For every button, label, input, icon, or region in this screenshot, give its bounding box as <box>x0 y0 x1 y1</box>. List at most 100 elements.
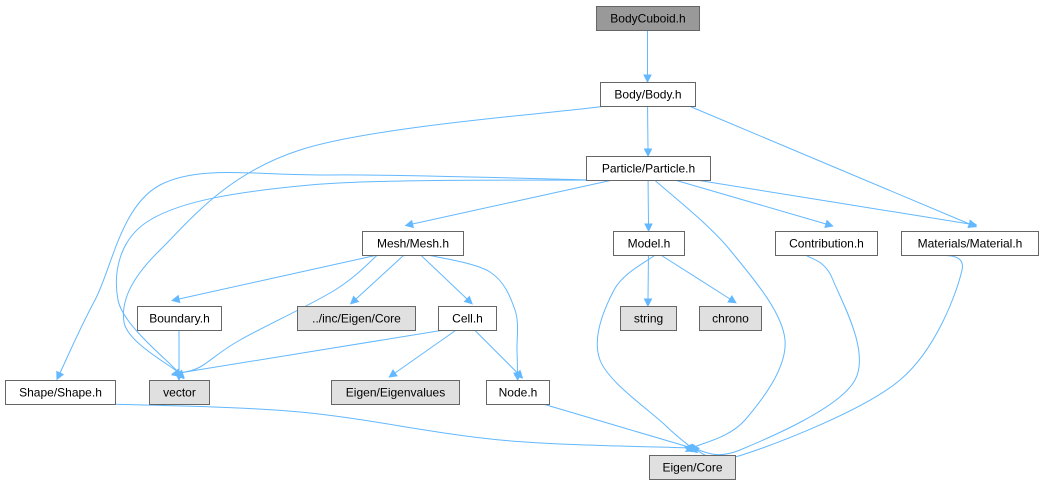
edge-particle-to-shape <box>56 172 593 381</box>
arrowhead-icon <box>644 223 653 233</box>
node-bodycuboid-box <box>596 6 700 31</box>
node-eigenvalues-label: Eigen/Eigenvalues <box>346 386 445 400</box>
node-chrono-label: chrono <box>712 312 749 326</box>
node-string[interactable]: string <box>620 306 677 331</box>
node-vector-box <box>149 380 210 405</box>
edge-material-to-eigen-core <box>684 254 963 460</box>
node-cell-box <box>438 306 497 331</box>
node-model-label: Model.h <box>628 237 671 251</box>
edge-line <box>394 329 457 374</box>
edge-contribution-to-eigen-core <box>683 254 860 455</box>
arrowhead-icon <box>690 443 700 453</box>
edge-line <box>178 254 378 374</box>
edge-model-to-string <box>643 254 653 308</box>
node-body-box <box>600 82 696 107</box>
edge-mesh-to-inc-eigen-core <box>349 254 405 305</box>
edge-line <box>688 105 970 225</box>
node-contribution[interactable]: Contribution.h <box>775 231 878 256</box>
node-inc-eigen-core-label: ../inc/Eigen/Core <box>312 312 401 326</box>
node-material-label: Materials/Material.h <box>918 237 1023 251</box>
edge-cell-to-node <box>474 329 524 379</box>
node-material-box <box>901 231 1039 256</box>
node-eigen-core-label: Eigen/Core <box>662 461 722 475</box>
edge-model-to-eigen-core <box>596 254 699 454</box>
arrowhead-icon <box>404 219 414 229</box>
node-vector[interactable]: vector <box>149 380 210 405</box>
node-cell[interactable]: Cell.h <box>438 306 497 331</box>
node-material[interactable]: Materials/Material.h <box>901 231 1039 256</box>
node-eigenvalues[interactable]: Eigen/Eigenvalues <box>331 380 460 405</box>
arrowhead-icon <box>968 219 978 229</box>
node-particle-box <box>586 156 711 181</box>
node-mesh[interactable]: Mesh/Mesh.h <box>362 231 464 256</box>
node-string-label: string <box>634 312 663 326</box>
node-contribution-box <box>775 231 878 256</box>
node-vector-label: vector <box>163 386 196 400</box>
edge-line <box>412 179 613 225</box>
arrowhead-icon <box>463 295 473 305</box>
node-bodycuboid-label: BodyCuboid.h <box>610 12 685 26</box>
edge-body-to-material <box>688 105 978 228</box>
edge-node-to-eigen-core <box>542 403 700 453</box>
arrowhead-icon <box>643 148 653 158</box>
edge-line <box>596 254 693 449</box>
edge-mesh-to-boundary <box>171 254 378 304</box>
node-chrono[interactable]: chrono <box>699 306 762 331</box>
node-node-label: Node.h <box>499 386 538 400</box>
edge-particle-to-model <box>644 179 653 233</box>
edge-mesh-to-cell <box>420 254 473 305</box>
edge-line <box>660 254 731 300</box>
arrowhead-icon <box>824 219 834 229</box>
arrowhead-icon <box>56 370 65 381</box>
edge-line <box>178 329 445 374</box>
edge-line <box>542 403 693 449</box>
edge-cell-to-vector <box>171 329 445 378</box>
node-shape[interactable]: Shape/Shape.h <box>5 380 116 405</box>
node-body[interactable]: Body/Body.h <box>600 82 696 107</box>
edge-particle-to-vector <box>115 179 593 380</box>
edge-line <box>654 179 786 449</box>
edges-layer <box>56 29 978 460</box>
node-eigen-core-box <box>649 455 736 480</box>
node-cell-label: Cell.h <box>452 312 483 326</box>
node-node[interactable]: Node.h <box>486 380 550 405</box>
edge-body-to-particle <box>643 105 653 158</box>
edge-line <box>674 179 827 225</box>
node-bodycuboid[interactable]: BodyCuboid.h <box>596 6 700 31</box>
node-eigen-core[interactable]: Eigen/Core <box>649 455 736 480</box>
arrowhead-icon <box>349 295 360 305</box>
edge-line <box>115 179 593 374</box>
edge-particle-to-material <box>696 179 978 229</box>
node-inc-eigen-core[interactable]: ../inc/Eigen/Core <box>297 306 416 331</box>
node-particle-label: Particle/Particle.h <box>602 162 695 176</box>
arrowhead-icon <box>727 295 737 304</box>
edge-bodycuboid-to-body <box>643 29 652 84</box>
edge-line <box>474 329 518 374</box>
nodes-layer: BodyCuboid.h Body/Body.h Particle/Partic… <box>5 6 1039 480</box>
edge-line <box>178 254 378 300</box>
edge-cell-to-eigenvalues <box>388 329 457 378</box>
node-boundary[interactable]: Boundary.h <box>137 306 222 331</box>
node-chrono-box <box>699 306 762 331</box>
edge-line <box>691 254 860 455</box>
arrowhead-icon <box>388 369 398 378</box>
arrowhead-icon <box>171 294 181 304</box>
node-particle[interactable]: Particle/Particle.h <box>586 156 711 181</box>
node-boundary-box <box>137 306 222 331</box>
node-string-box <box>620 306 677 331</box>
node-mesh-label: Mesh/Mesh.h <box>377 237 449 251</box>
edge-line <box>355 254 405 300</box>
edge-line <box>428 254 519 374</box>
arrowhead-icon <box>643 74 652 84</box>
edge-line <box>108 403 693 449</box>
node-mesh-box <box>362 231 464 256</box>
edge-particle-to-mesh <box>404 179 613 229</box>
node-eigenvalues-box <box>331 380 460 405</box>
node-boundary-label: Boundary.h <box>149 312 210 326</box>
node-shape-box <box>5 380 116 405</box>
edge-line <box>691 254 963 460</box>
node-model[interactable]: Model.h <box>613 231 685 256</box>
edge-line <box>420 254 468 300</box>
edge-line <box>696 179 970 225</box>
